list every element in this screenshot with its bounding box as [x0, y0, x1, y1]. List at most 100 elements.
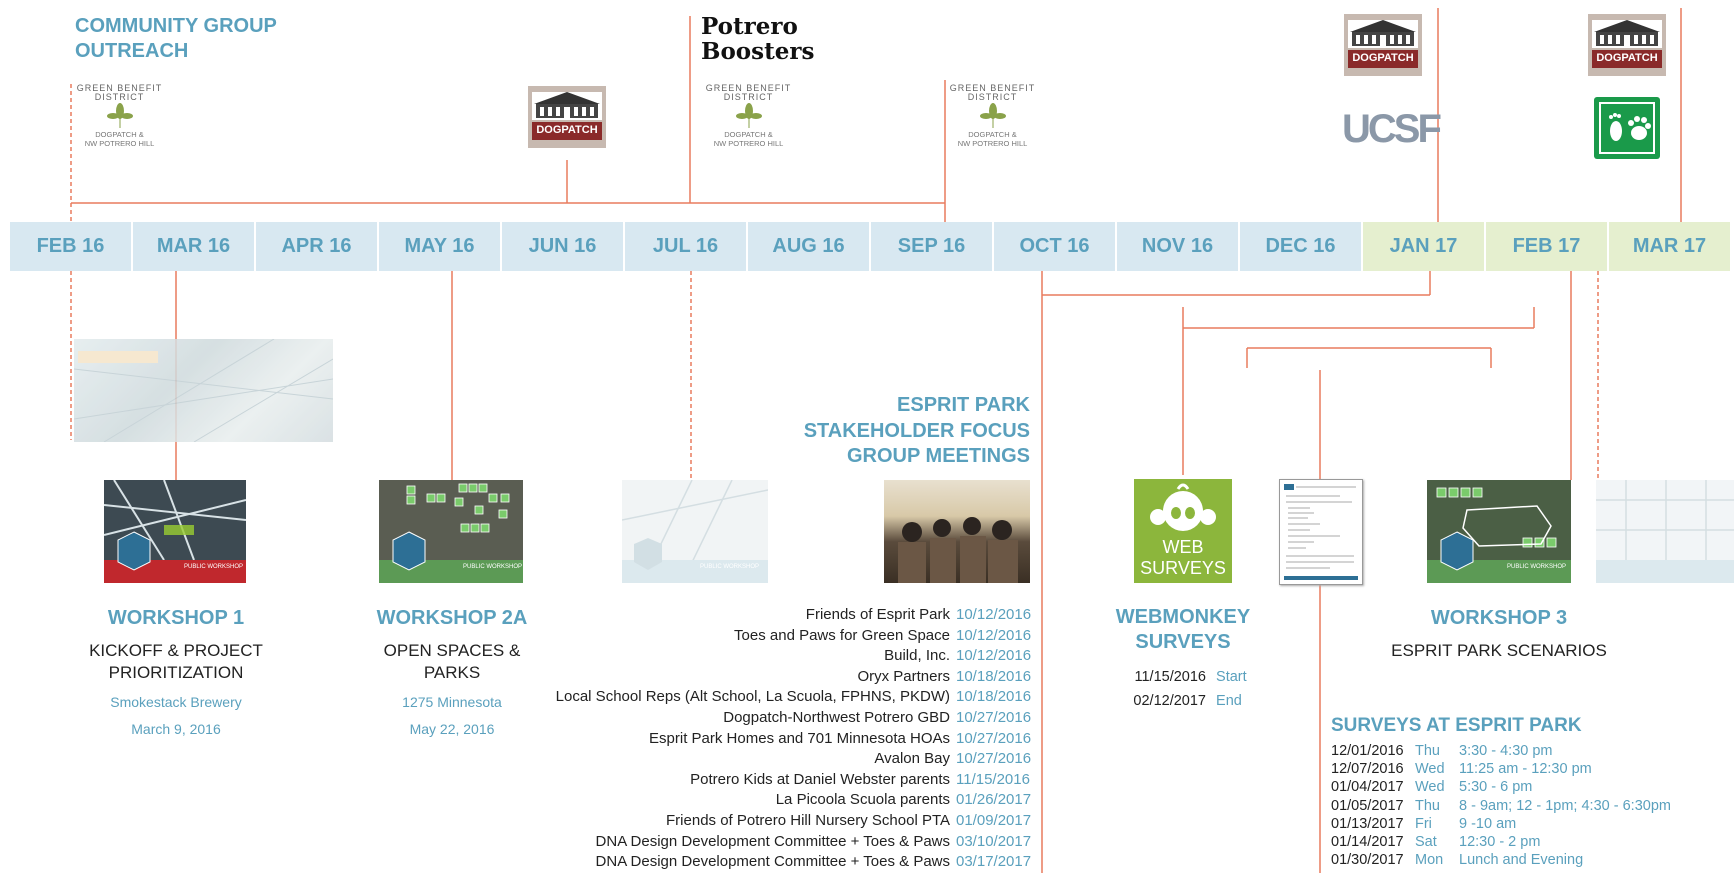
meeting-row: Oryx Partners 10/18/2016 — [556, 667, 1032, 688]
meeting-date: 10/12/2016 — [956, 606, 1032, 623]
gbd-logo-1-line1: GREEN BENEFIT — [76, 83, 163, 93]
survey-date: 12/01/2016 — [1331, 743, 1404, 759]
survey-time: 9 -10 am — [1459, 815, 1517, 832]
timeline-month-mar-17: MAR 17 — [1609, 222, 1732, 271]
gbd-logo-3-line3: DOGPATCH & — [968, 130, 1017, 139]
gbd-logo-3-line1: GREEN BENEFIT — [949, 83, 1036, 93]
meeting-date: 10/18/2016 — [956, 688, 1032, 706]
timeline-month-apr-16: APR 16 — [256, 222, 379, 271]
workshop2a-title: WORKSHOP 2A — [376, 607, 528, 629]
meeting-row: DNA Design Development Committee + Toes … — [556, 852, 1032, 873]
ucsf-logo: UCSF — [1342, 107, 1442, 151]
gbd-logo-1: GREEN BENEFIT DISTRICT DOGPATCH & NW POT… — [72, 83, 167, 149]
survey-day: Fri — [1415, 815, 1432, 832]
focus-group-title-line1: ESPRIT PARK — [897, 394, 1030, 416]
gbd-logo-1-line3: DOGPATCH & — [95, 130, 144, 139]
survey-time: 8 - 9am; 12 - 1pm; 4:30 - 6:30pm — [1459, 797, 1671, 814]
meeting-date: 10/18/2016 — [956, 667, 1032, 685]
meeting-name: Local School Reps (Alt School, La Scuola… — [555, 688, 950, 706]
dogpatch-logo-1: DOGPATCH — [526, 84, 608, 152]
gbd-logo-1-line2: DISTRICT — [94, 92, 145, 102]
timeline-month-jan-17: JAN 17 — [1363, 222, 1486, 271]
meeting-date: 10/27/2016 — [956, 729, 1032, 747]
dogpatch-logo-3: DOGPATCH — [1586, 12, 1668, 80]
meeting-name: Toes and Paws for Green Space — [734, 626, 950, 644]
workshop2a-location: 1275 Minnesota — [402, 694, 502, 710]
workshop2a-subtitle-line1: OPEN SPACES & — [383, 641, 521, 660]
gbd-logo-2-line3: DOGPATCH & — [724, 130, 773, 139]
meeting-date: 10/12/2016 — [956, 647, 1032, 665]
toes-paws-logo — [1594, 97, 1660, 159]
survey-day: Wed — [1415, 761, 1445, 778]
focus-group-title: ESPRIT PARK STAKEHOLDER FOCUS GROUP MEET… — [804, 393, 1030, 470]
survey-date: 01/04/2017 — [1331, 779, 1404, 796]
timeline-month-nov-16: NOV 16 — [1117, 222, 1240, 271]
survey-time: 11:25 am - 12:30 pm — [1459, 761, 1592, 778]
gbd-logo-3-line2: DISTRICT — [967, 92, 1018, 102]
timeline-month-feb-17: FEB 17 — [1486, 222, 1609, 271]
survey-day: Thu — [1415, 797, 1440, 814]
workshop1-subtitle: KICKOFF & PROJECT PRIORITIZATION — [56, 640, 296, 684]
workshop1-thumbnail-label: PUBLIC WORKSHOP — [184, 564, 244, 570]
meeting-date: 11/15/2016 — [956, 770, 1030, 788]
dogpatch-building-icon — [528, 86, 606, 148]
meeting-date: 10/27/2016 — [956, 750, 1032, 768]
leaf-icon — [106, 103, 133, 128]
gbd-logo-2-line4: NW POTRERO HILL — [713, 139, 784, 148]
meeting-row: Friends of Potrero Hill Nursery School P… — [556, 811, 1032, 832]
focus-group-title-line3: GROUP MEETINGS — [847, 445, 1030, 467]
survey-day: Mon — [1415, 852, 1444, 869]
survey-time: 5:30 - 6 pm — [1459, 779, 1533, 796]
timeline-month-sep-16: SEP 16 — [871, 222, 994, 271]
potrero-boosters-line1: Potrero — [701, 13, 798, 40]
webmonkey-start-date: 11/15/2016 — [1134, 669, 1207, 685]
meeting-name: Potrero Kids at Daniel Webster parents — [690, 770, 950, 788]
meeting-name: Dogpatch-Northwest Potrero GBD — [723, 708, 950, 726]
meeting-name: Oryx Partners — [857, 667, 950, 685]
meeting-date: 10/27/2016 — [956, 708, 1032, 726]
focus-group-title-line2: STAKEHOLDER FOCUS — [803, 419, 1030, 442]
workshop2a-thumbnail: PUBLIC WORKSHOP — [379, 480, 523, 583]
potrero-boosters-logo: Potrero Boosters — [701, 14, 814, 64]
workshop1-location: Smokestack Brewery — [110, 694, 242, 710]
gbd-logo-2-line2: DISTRICT — [723, 92, 774, 102]
july-workshop-thumbnail: PUBLIC WORKSHOP — [622, 480, 768, 583]
webmonkey-end-date: 02/12/2017 — [1133, 693, 1206, 709]
july-thumbnail-label: PUBLIC WORKSHOP — [700, 564, 760, 570]
meeting-row: Local School Reps (Alt School, La Scuola… — [555, 687, 1032, 708]
timeline-month-mar-16: MAR 16 — [133, 222, 256, 271]
potrero-boosters-line2: Boosters — [701, 38, 815, 65]
dogpatch-logo-1-label: DOGPATCH — [536, 124, 598, 136]
workshop2a-subtitle-line2: PARKS — [423, 663, 481, 682]
meeting-date: 03/10/2017 — [956, 832, 1032, 850]
webmonkey-title: WEBMONKEY SURVEYS — [1083, 605, 1283, 655]
web-surveys-icon-line2: SURVEYS — [1140, 558, 1226, 578]
gbd-logo-3: GREEN BENEFIT DISTRICT DOGPATCH & NW POT… — [945, 83, 1040, 149]
outreach-title-line1: COMMUNITY GROUP — [75, 15, 277, 37]
meeting-name: Build, Inc. — [884, 647, 950, 665]
survey-day: Wed — [1415, 779, 1445, 796]
dogpatch-building-icon — [1344, 14, 1422, 76]
meeting-date: 01/26/2017 — [956, 791, 1032, 809]
outreach-title: COMMUNITY GROUP OUTREACH — [75, 14, 277, 64]
web-surveys-icon-line1: WEB — [1162, 537, 1204, 557]
dogpatch-building-icon — [1588, 14, 1666, 76]
meeting-date: 01/09/2017 — [956, 811, 1032, 829]
timeline-month-may-16: MAY 16 — [379, 222, 502, 271]
workshop2a-thumbnail-label: PUBLIC WORKSHOP — [463, 564, 523, 570]
timeline-month-dec-16: DEC 16 — [1240, 222, 1363, 271]
timeline-month-aug-16: AUG 16 — [748, 222, 871, 271]
gbd-logo-2: GREEN BENEFIT DISTRICT DOGPATCH & NW POT… — [701, 84, 796, 149]
timeline-month-feb-16: FEB 16 — [10, 222, 133, 271]
meeting-name: Friends of Potrero Hill Nursery School P… — [666, 811, 950, 829]
surveys-title: SURVEYS AT ESPRIT PARK — [1331, 715, 1582, 736]
survey-document-thumbnail — [1279, 479, 1363, 585]
aerial-map-image — [74, 339, 333, 442]
survey-date: 01/14/2017 — [1331, 834, 1404, 851]
timeline-month-jun-16: JUN 16 — [502, 222, 625, 271]
